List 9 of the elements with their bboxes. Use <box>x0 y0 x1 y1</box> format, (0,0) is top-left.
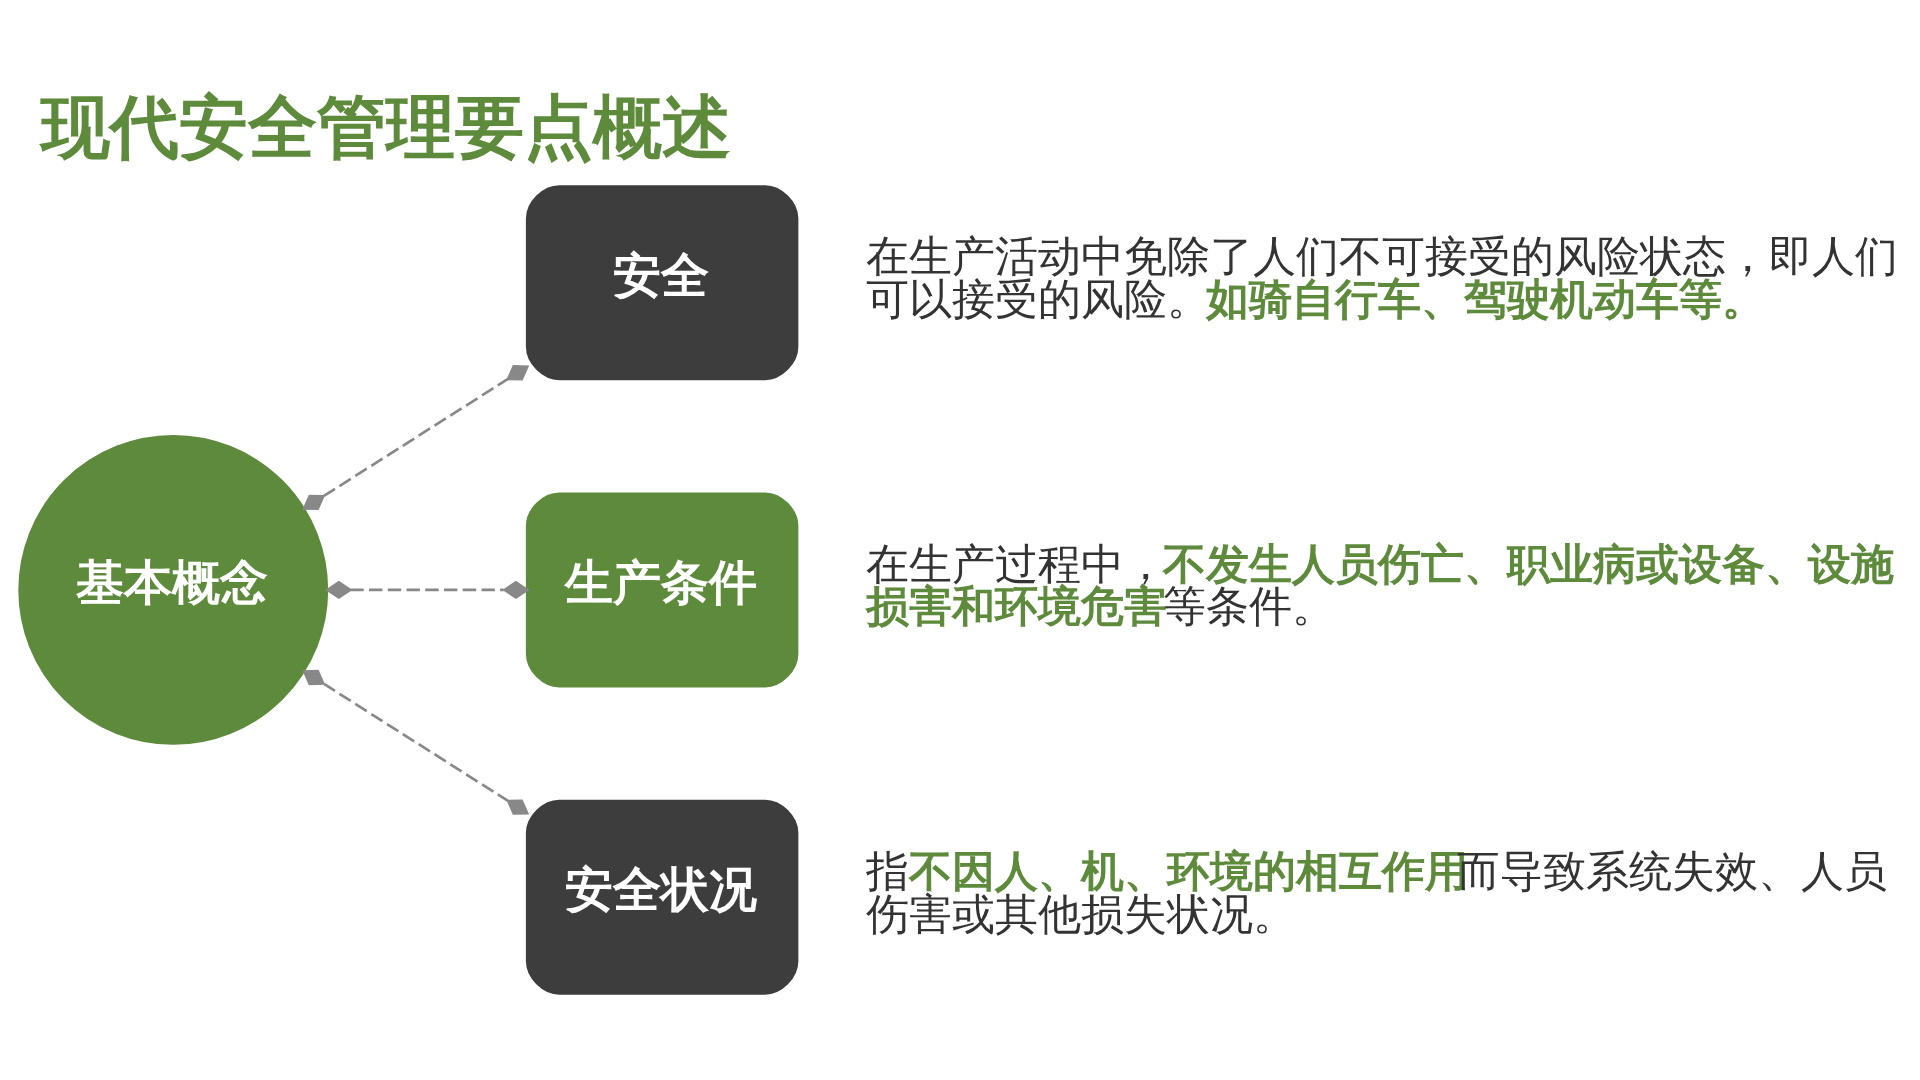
node-box: 安全 <box>525 184 799 380</box>
diagram-title: 现代安全管理要点概述 <box>41 86 732 167</box>
node-label: 在生产活动中免除了人们不可接受的风险状态，即人们可以接受的风险。如骑自行车、驾驶机动车等。 <box>866 230 1899 324</box>
node-label: 在生产过程中，不发生人员伤亡、职业病或设备、设施损害和环境危害等条件。 <box>866 538 1895 631</box>
connector <box>325 580 530 599</box>
node-box: 生产条件 <box>525 491 799 687</box>
connector <box>302 669 530 815</box>
node-box: 安全状况 <box>525 799 799 995</box>
connector <box>302 364 530 510</box>
